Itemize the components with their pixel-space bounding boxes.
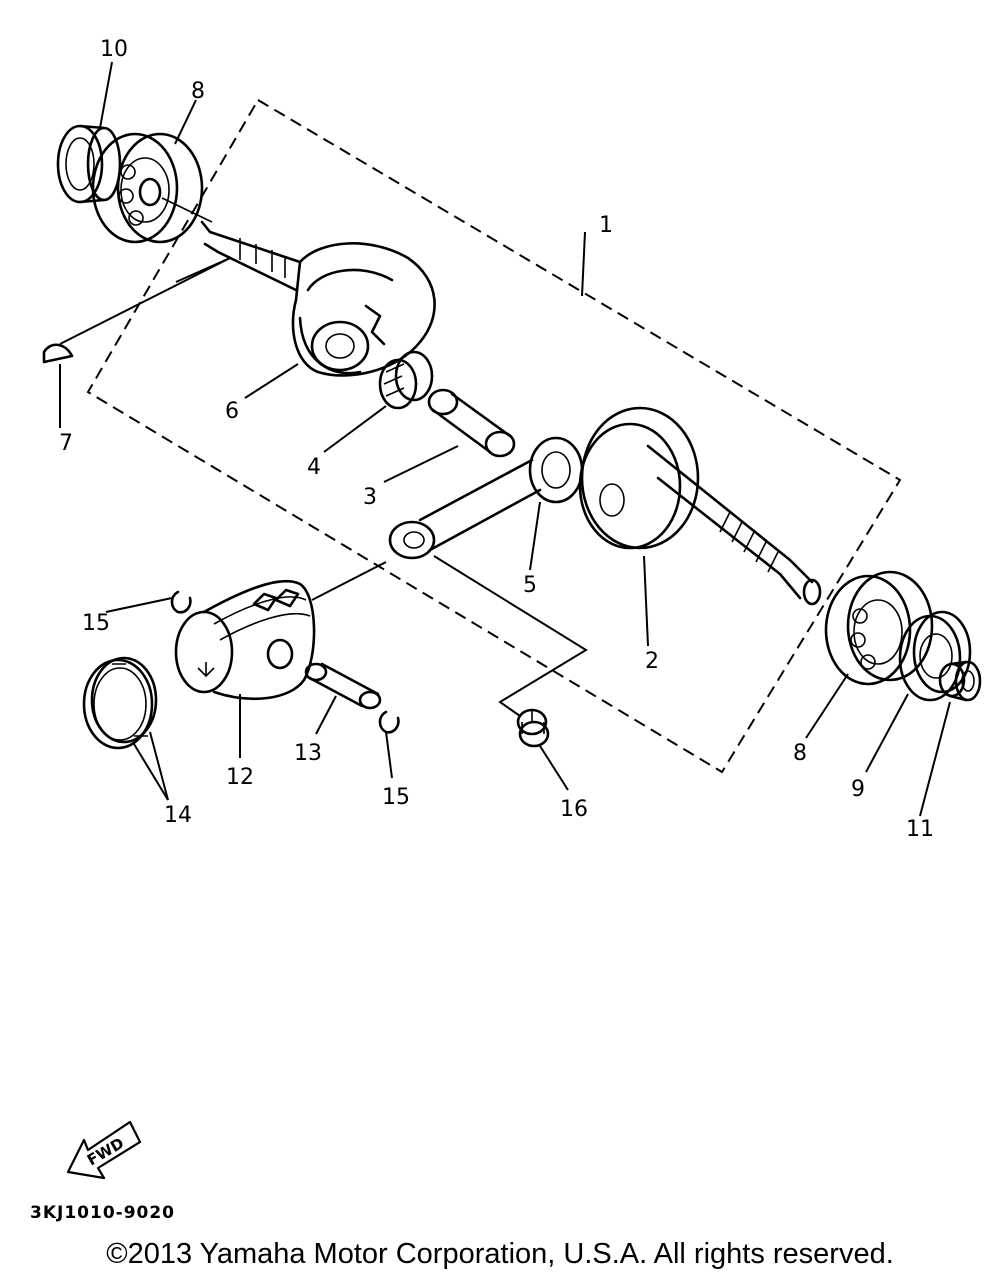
bearing-left <box>91 132 204 244</box>
needle-bearing <box>378 350 434 410</box>
callout-1: 1 <box>599 213 613 238</box>
circlip-upper <box>170 590 192 614</box>
diagram-code: 3KJ1010-9020 <box>30 1203 176 1223</box>
nut <box>516 708 550 748</box>
callout-8-right: 8 <box>793 741 807 766</box>
callout-2: 2 <box>645 649 659 674</box>
callout-15-lower: 15 <box>382 785 410 810</box>
callout-16: 16 <box>560 797 588 822</box>
crank-right <box>578 406 822 606</box>
callout-14: 14 <box>164 803 192 828</box>
callout-13: 13 <box>294 741 322 766</box>
callout-9: 9 <box>851 777 865 802</box>
crank-left <box>200 220 436 377</box>
connecting-rod <box>388 436 584 560</box>
callout-11: 11 <box>906 817 934 842</box>
bearing-right <box>824 570 934 686</box>
fwd-arrow: FWD <box>66 1120 142 1180</box>
callout-7: 7 <box>59 431 73 456</box>
piston-rings <box>82 656 158 750</box>
crank-pin <box>427 388 516 458</box>
piston <box>174 579 316 701</box>
callout-4: 4 <box>307 455 321 480</box>
callout-10: 10 <box>100 37 128 62</box>
callout-8-left: 8 <box>191 79 205 104</box>
callout-6: 6 <box>225 399 239 424</box>
oil-seal-right <box>898 610 972 702</box>
callout-3: 3 <box>363 485 377 510</box>
copyright-notice: ©2013 Yamaha Motor Corporation, U.S.A. A… <box>106 1238 894 1270</box>
callout-15-upper: 15 <box>82 611 110 636</box>
callout-5: 5 <box>523 573 537 598</box>
oil-seal-left <box>56 124 122 204</box>
piston-pin <box>304 662 382 710</box>
callout-12: 12 <box>226 765 254 790</box>
circlip-lower <box>378 710 400 734</box>
assembly-boundary <box>86 98 902 774</box>
collar <box>938 660 982 702</box>
woodruff-key <box>42 343 74 364</box>
